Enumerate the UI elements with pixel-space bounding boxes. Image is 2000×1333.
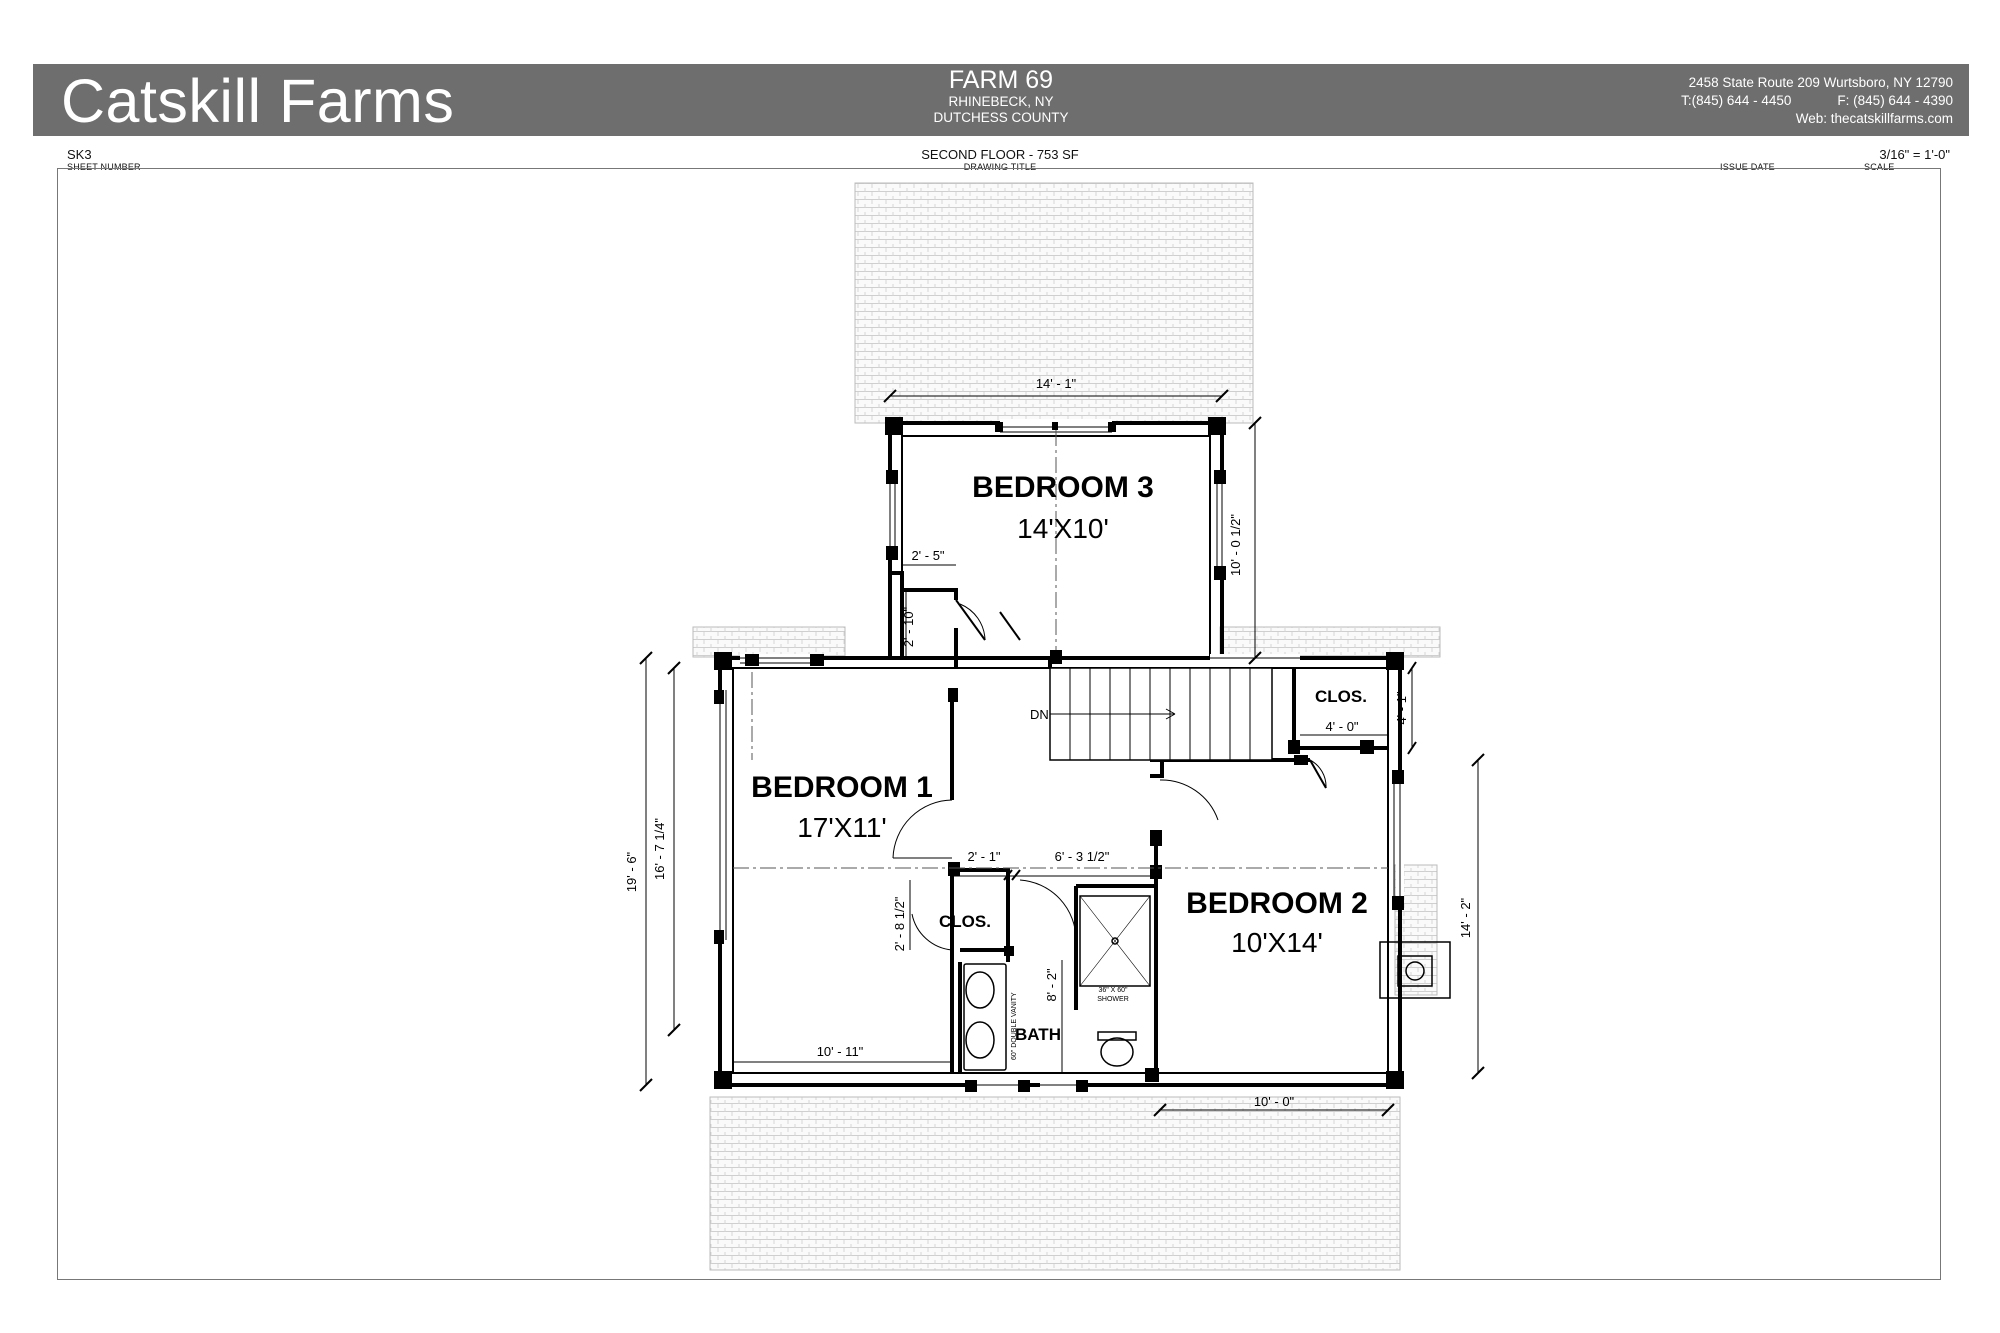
- roof-areas: [692, 182, 1441, 1271]
- drawing-title-block: SECOND FLOOR - 753 SF DRAWING TITLE: [0, 147, 2000, 173]
- bath-label: BATH: [1015, 1025, 1061, 1044]
- vanity-label: 60" DOUBLE VANITY: [1011, 992, 1018, 1060]
- shower-icon: [1079, 895, 1151, 987]
- scale-label: SCALE: [1864, 162, 1895, 172]
- company-name: Catskill Farms: [61, 67, 455, 135]
- roof-bottom: [709, 1096, 1401, 1271]
- doors: [892, 599, 1327, 951]
- sheet-number: SK3: [67, 147, 92, 162]
- dim-entry-depth: 2' - 10": [901, 606, 916, 647]
- drawing-frame: [57, 168, 1941, 1280]
- vanity-counter: [963, 963, 1007, 1071]
- dim-bath-width: 6' - 3 1/2": [1055, 849, 1110, 864]
- bedroom-1-size: 17'X11': [797, 812, 887, 843]
- interior-wall-posts: [948, 650, 1374, 1082]
- closet-lower-label: CLOS.: [939, 912, 991, 931]
- stair-down-label: DN: [1030, 707, 1049, 722]
- wall-posts: [714, 417, 1404, 1092]
- shower-label-2: SHOWER: [1097, 996, 1129, 1003]
- issue-date-label: ISSUE DATE: [1720, 162, 1775, 172]
- contact-phones: T:(845) 644 - 4450 F: (845) 644 - 4390: [1681, 92, 1953, 110]
- dim-bed2-width: 10' - 0": [1254, 1094, 1295, 1109]
- dim-bed2-depth: 14' - 2": [1458, 897, 1473, 938]
- bedroom-3-name: BEDROOM 3: [972, 471, 1154, 504]
- dim-bed1-depth: 16' - 7 1/4": [652, 818, 667, 880]
- contact-phone: T:(845) 644 - 4450: [1681, 93, 1792, 108]
- project-name: FARM 69: [948, 66, 1054, 94]
- bedroom-1-name: BEDROOM 1: [751, 771, 933, 804]
- dim-top-width: 14' - 1": [1036, 376, 1077, 391]
- sink-icon-2: [965, 1021, 995, 1059]
- contact-fax: F: (845) 644 - 4390: [1837, 93, 1953, 108]
- dimension-labels: 14' - 1" 10' - 0 1/2" 2' - 5" 2' - 10" 4…: [624, 376, 1473, 1109]
- dim-bath-depth: 8' - 2": [1044, 968, 1059, 1001]
- dim-entry-width: 2' - 5": [911, 548, 944, 563]
- dim-bed3-depth: 10' - 0 1/2": [1228, 514, 1243, 576]
- chimney-icon: [1379, 941, 1451, 999]
- scale-value: 3/16" = 1'-0": [1879, 147, 1950, 162]
- dim-closet-depth: 4' - 1": [1394, 691, 1409, 724]
- dim-closet-lower-depth: 2' - 8 1/2": [892, 896, 907, 951]
- dim-overall-depth: 19' - 6": [624, 851, 639, 892]
- dim-bed1-width: 10' - 11": [817, 1044, 864, 1059]
- contact-web: Web: thecatskillfarms.com: [1795, 111, 1953, 126]
- roof-right-eave: [1219, 626, 1441, 658]
- project-county: DUTCHESS COUNTY: [933, 110, 1069, 125]
- roof-top: [854, 182, 1254, 424]
- contact-info: 2458 State Route 209 Wurtsboro, NY 12790…: [1681, 74, 1953, 128]
- shower-label-1: 36" X 60": [1098, 987, 1128, 994]
- title-block: Catskill Farms FARM 69 RHINEBECK, NY DUT…: [33, 64, 1969, 136]
- toilet-tank-icon: [1097, 1031, 1137, 1041]
- bedroom-2-size: 10'X14': [1231, 927, 1323, 958]
- bath-fixtures: [963, 895, 1451, 1071]
- center-lines: [733, 430, 1388, 869]
- dim-closet-lower-width: 2' - 1": [967, 849, 1000, 864]
- dimension-lines: [639, 389, 1485, 1117]
- drawing-title: SECOND FLOOR - 753 SF: [921, 147, 1079, 162]
- bedroom-3-size: 14'X10': [1017, 513, 1109, 544]
- project-location: RHINEBECK, NY: [948, 94, 1054, 109]
- scale-block: 3/16" = 1'-0" SCALE: [1838, 147, 1950, 173]
- dim-closet-width: 4' - 0": [1325, 719, 1358, 734]
- contact-address: 2458 State Route 209 Wurtsboro, NY 12790: [1688, 75, 1953, 90]
- closet-upper-label: CLOS.: [1315, 687, 1367, 706]
- project-info: FARM 69 RHINEBECK, NY DUTCHESS COUNTY: [33, 66, 1969, 126]
- sink-icon: [965, 971, 995, 1009]
- drawing-title-label: DRAWING TITLE: [963, 162, 1037, 172]
- sheet-number-label: SHEET NUMBER: [67, 162, 141, 172]
- issue-date-block: ISSUE DATE: [1720, 148, 1775, 172]
- sheet-number-block: SK3 SHEET NUMBER: [67, 147, 141, 173]
- fireplace-flue-icon: [1397, 955, 1433, 987]
- bedroom-2-name: BEDROOM 2: [1186, 887, 1368, 920]
- toilet-bowl-icon: [1100, 1037, 1134, 1067]
- stairs: DN: [1030, 667, 1273, 761]
